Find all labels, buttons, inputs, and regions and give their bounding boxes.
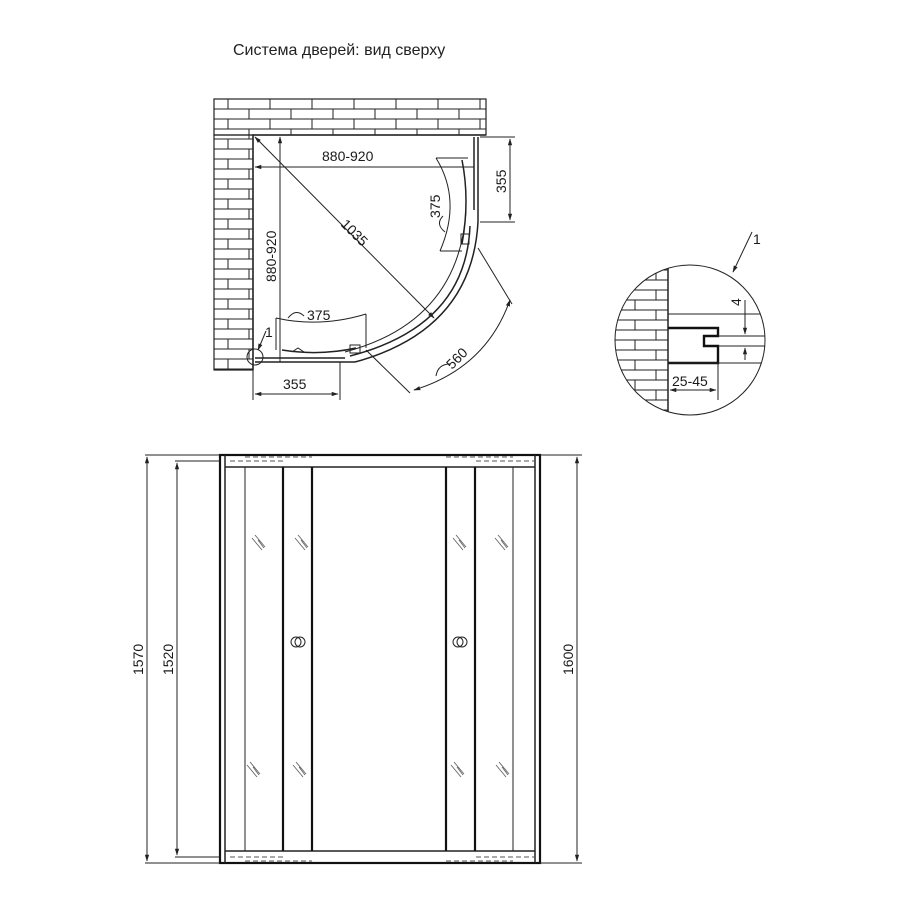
drawing-title: Система дверей: вид сверху xyxy=(233,42,446,59)
height-inner-left-label: 1520 xyxy=(160,644,176,675)
glass-hatch-marks xyxy=(246,534,510,778)
door-handle-right xyxy=(452,636,468,648)
detail-circle xyxy=(614,264,766,416)
front-view: 1570 1520 1600 xyxy=(130,453,582,865)
wall-top xyxy=(213,98,487,136)
gap-label: 4 xyxy=(728,298,744,306)
wall-left xyxy=(213,134,254,371)
right-door-label: 375 xyxy=(427,194,443,218)
detail-view: 4 25-45 1 xyxy=(614,231,766,416)
bottom-door-arc xyxy=(275,313,367,323)
callout-circle xyxy=(246,348,264,366)
right-door-arc xyxy=(435,157,451,252)
profile-range-label: 25-45 xyxy=(672,373,708,389)
right-panel-label: 355 xyxy=(493,169,509,193)
depth-label: 880-920 xyxy=(263,230,279,282)
top-view: 1035 880-920 880-920 355 355 xyxy=(213,98,515,400)
bottom-panel-label: 355 xyxy=(283,376,307,392)
height-outer-left-label: 1570 xyxy=(130,644,146,675)
door-handle-left xyxy=(290,636,306,648)
detail-callout-marker: 1 xyxy=(753,231,761,247)
bottom-door-label: 375 xyxy=(307,307,331,323)
width-label: 880-920 xyxy=(322,148,374,164)
front-arc-label: 560 xyxy=(443,344,471,372)
callout-marker: 1 xyxy=(265,324,273,340)
diagonal-label: 1035 xyxy=(338,216,371,249)
front-arc-dimension xyxy=(413,299,511,391)
height-right-label: 1600 xyxy=(560,644,576,675)
